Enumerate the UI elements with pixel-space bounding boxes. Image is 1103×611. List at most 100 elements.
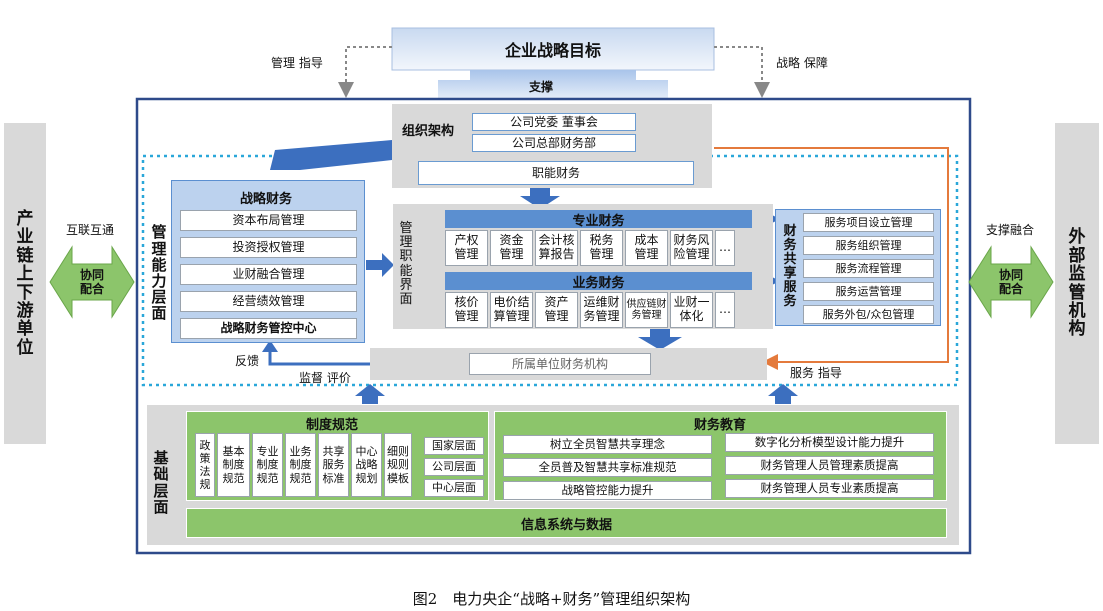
rules-column: 细则规则模板 (384, 433, 412, 497)
left-double-arrow (49, 245, 135, 319)
main-frame (135, 97, 972, 555)
support-arrow (438, 70, 668, 98)
professional-cell-line: 成本 (634, 233, 659, 248)
foundation-title-char: 基 (153, 449, 169, 468)
professional-cell-line: 管理 (499, 247, 524, 261)
professional-cell: … (715, 230, 735, 266)
figure-caption: 图2 电力央企“战略+财务”管理组织架构 (412, 589, 691, 608)
rules-column-line: 基本 (222, 445, 245, 459)
interface-title-char: 面 (399, 291, 413, 307)
business-cell: 供应链财务管理 (625, 292, 668, 328)
shared-title-char: 务 (783, 237, 797, 253)
rules-column-line: 规范 (256, 471, 279, 485)
rules-column-line: 细则 (387, 445, 409, 459)
upstream-title-char: 游 (16, 300, 34, 321)
professional-header: 专业财务 (445, 210, 752, 229)
upstream-title-char: 下 (16, 282, 34, 303)
rules-level: 国家层面 (424, 437, 484, 455)
business-cell-line: 电价结 (493, 295, 530, 310)
rules-column: 共享服务标准 (318, 433, 349, 497)
rules-column-line: 制度 (222, 458, 245, 472)
shared-title-char: 服 (783, 280, 797, 296)
regulator-panel: 外部监管机构 (1055, 123, 1099, 444)
right-coop-badge: 协同配合 (998, 267, 1023, 296)
professional-cell-line: 会计核 (538, 233, 575, 248)
business-cell-line: 算管理 (493, 309, 530, 323)
education-item: 树立全员智慧共享理念 (503, 435, 712, 454)
upstream-title-char: 位 (16, 337, 34, 358)
guide-line-left (338, 46, 392, 98)
interface-title-char: 理 (399, 235, 413, 251)
business-cell-line: 管理 (544, 309, 569, 323)
business-cell: 业财一体化 (670, 292, 713, 328)
rules-column: 中心战略规划 (351, 433, 382, 497)
mgmt-title-char: 管 (151, 223, 167, 242)
mgmt-title-char: 能 (151, 255, 167, 274)
business-cell-line: 运维财 (583, 295, 620, 310)
professional-cell-line: 险管理 (673, 247, 710, 261)
upstream-title-char: 业 (16, 227, 34, 248)
professional-cell-line: 财务风 (673, 233, 710, 248)
education-title: 财务教育 (694, 418, 747, 433)
up-arrow-left (355, 384, 385, 404)
rules-level: 公司层面 (424, 458, 484, 476)
service-line (714, 147, 949, 370)
business-cell: … (715, 292, 735, 328)
feedback-arrow (268, 344, 370, 366)
rules-column-line: 法 (199, 465, 211, 478)
education-item: 数字化分析模型设计能力提升 (725, 433, 934, 452)
upstream-title-char: 单 (16, 319, 34, 340)
hq-finance-box: 公司总部财务部 (472, 134, 636, 152)
business-cell: 运维财务管理 (580, 292, 623, 328)
rules-column: 政策法规 (195, 433, 215, 497)
business-header: 业务财务 (445, 272, 752, 291)
rules-column: 专业制度规范 (252, 433, 283, 497)
strategic-item: 投资授权管理 (180, 237, 357, 258)
supervise-label: 监督 评价 (299, 371, 351, 385)
strategic-item: 资本布局管理 (180, 210, 357, 231)
strategic-finance-panel (171, 180, 365, 343)
rules-column-line: 制度 (289, 458, 312, 472)
mgmt-layer-title: 管理能力层面 (148, 208, 170, 338)
shared-title-char: 务 (783, 294, 797, 310)
interface-title: 管理职能界面 (397, 212, 415, 317)
business-cell-line: … (719, 302, 731, 317)
rules-level: 中心层面 (424, 479, 484, 497)
foundation-title-char: 面 (153, 497, 169, 516)
foundation-title-char: 础 (153, 465, 169, 484)
party-committee-box: 公司党委 董事会 (472, 113, 636, 131)
regulator-title-char: 构 (1068, 319, 1086, 340)
shared-item: 服务组织管理 (803, 236, 934, 255)
strategic-item: 经营绩效管理 (180, 291, 357, 312)
guide-line-right (714, 46, 770, 98)
professional-cell-line: 资金 (499, 233, 524, 248)
service-label: 服务 指导 (790, 366, 842, 380)
rules-column-line: 规 (199, 478, 211, 492)
business-cell: 电价结算管理 (490, 292, 533, 328)
shared-item: 服务外包/众包管理 (803, 305, 934, 324)
shared-title-char: 享 (783, 266, 797, 281)
right-arrow-label: 支撑融合 (986, 223, 1035, 237)
rules-column-line: 战略 (355, 458, 378, 472)
professional-cell: 资金管理 (490, 230, 533, 266)
business-cell-line: 核价 (454, 295, 479, 310)
strategic-item: 战略财务管控中心 (180, 318, 357, 339)
rules-column-line: 专业 (256, 445, 279, 459)
upstream-title-char: 链 (16, 245, 34, 266)
regulator-title-char: 管 (1068, 282, 1086, 303)
rules-column-line: 策 (199, 451, 211, 465)
professional-cell-line: … (719, 240, 731, 255)
feedback-label: 反馈 (235, 354, 260, 368)
foundation-title: 基础层面 (150, 440, 172, 525)
rules-column: 业务制度规范 (285, 433, 316, 497)
regulator-title: 外部监管机构 (1055, 123, 1099, 444)
shared-item: 服务项目设立管理 (803, 213, 934, 232)
rules-column-line: 中心 (355, 445, 378, 459)
left-arrow-label: 互联互通 (66, 223, 115, 237)
up-arrow-right (768, 384, 798, 404)
education-item: 财务管理人员专业素质提高 (725, 479, 934, 498)
rules-column-line: 规则 (387, 458, 409, 472)
support-label: 支撑 (529, 80, 554, 94)
down-arrow-functional (520, 188, 560, 209)
